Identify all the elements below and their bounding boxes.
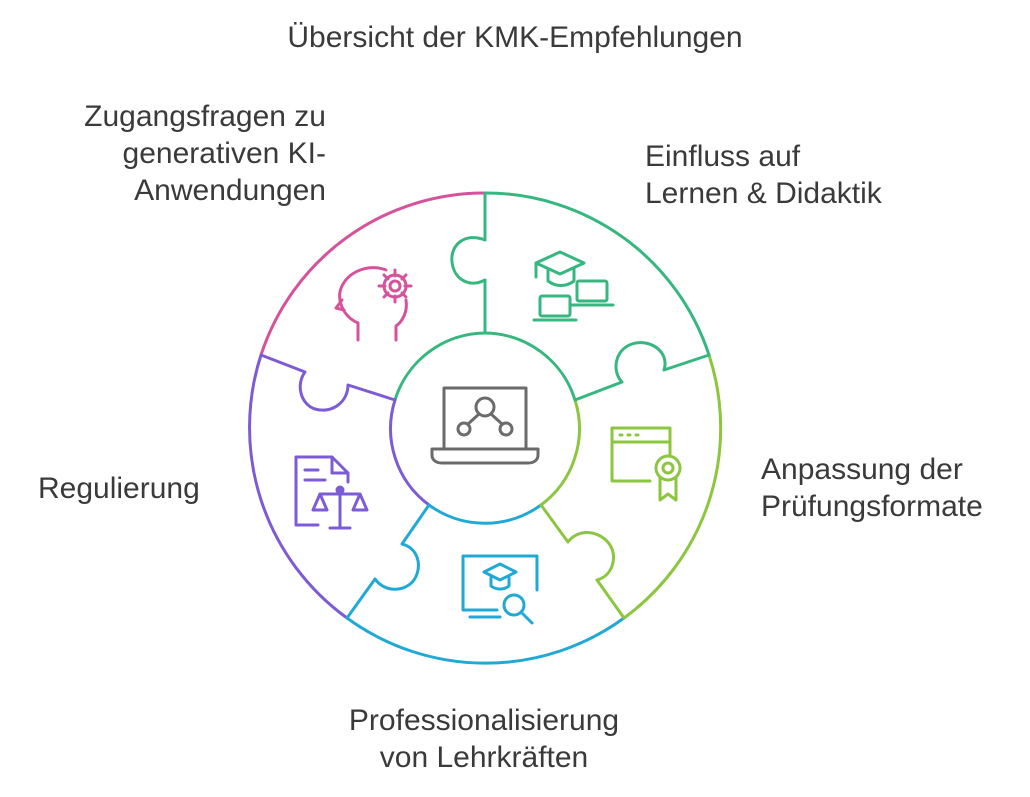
divider-regulation-access	[259, 353, 397, 412]
inner-arc-professional	[427, 503, 543, 525]
laptop-network-icon	[430, 386, 540, 465]
segment-learning-arc	[483, 191, 711, 357]
inner-arc-exam	[539, 398, 581, 507]
teacher-search-icon	[461, 554, 539, 625]
head-gear-icon	[334, 266, 413, 342]
label-learning-line-2: Lernen & Didaktik	[645, 177, 882, 210]
divider-learning-exam	[573, 341, 711, 402]
segment-access-arc	[259, 191, 487, 357]
label-learning-line-1: Einfluss auf	[645, 140, 801, 173]
segment-regulation-arc	[248, 353, 349, 620]
divider-exam-professional	[539, 503, 626, 620]
diagram-title: Übersicht der KMK-Empfehlungen	[287, 21, 743, 54]
label-access: Zugangsfragen zu generativen KI- Anwendu…	[84, 98, 326, 209]
label-access-line-2: generativen KI-	[122, 137, 326, 170]
label-professional: Professionalisierung von Lehrkräften	[0, 702, 968, 776]
document-scales-icon	[294, 455, 369, 530]
inner-arc-learning	[483, 331, 577, 402]
label-exam: Anpassung der Prüfungsformate	[761, 451, 983, 525]
label-access-line-3: Anwendungen	[134, 174, 326, 207]
label-professional-line-1: Professionalisierung	[348, 704, 620, 737]
label-regulation: Regulierung	[38, 470, 200, 507]
segment-exam-arc	[622, 353, 723, 620]
segment-professional-arc	[345, 616, 626, 665]
divider-access-learning	[450, 191, 487, 335]
divider-professional-regulation	[345, 503, 431, 620]
inner-arc-regulation	[389, 398, 431, 507]
graduation-laptops-icon	[532, 250, 615, 322]
label-exam-line-2: Prüfungsformate	[761, 490, 983, 523]
browser-certificate-icon	[610, 426, 682, 502]
label-regulation-line-1: Regulierung	[38, 472, 200, 505]
label-learning: Einfluss auf Lernen & Didaktik	[645, 138, 882, 212]
label-professional-line-2: von Lehrkräften	[379, 741, 589, 774]
label-exam-line-1: Anpassung der	[761, 453, 963, 486]
inner-arc-access	[393, 331, 487, 402]
label-access-line-1: Zugangsfragen zu	[84, 100, 326, 133]
